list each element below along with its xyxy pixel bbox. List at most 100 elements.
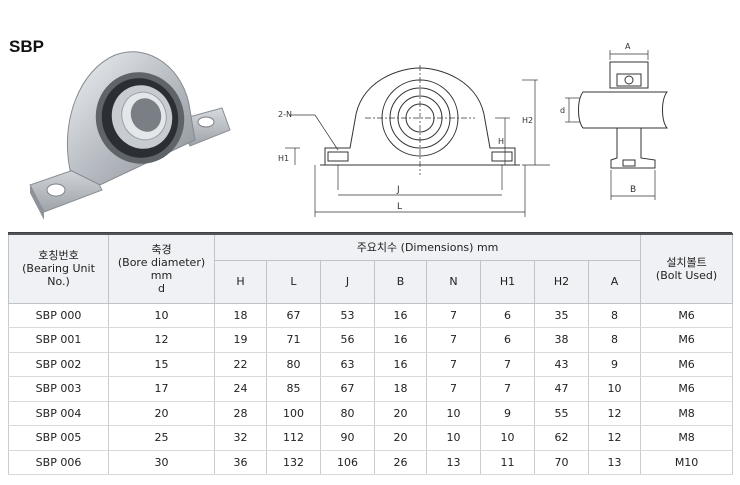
cell-d: 12 [108,327,215,353]
cell-dim: 19 [214,327,267,353]
cell-bolt: M8 [640,425,734,451]
cell-dim: 9 [587,352,642,377]
cell-dim: 10 [426,425,481,451]
cell-dim: 100 [266,401,321,426]
cell-dim: 67 [320,376,375,402]
label-h: H [498,137,504,146]
label-a: A [625,42,631,51]
cell-dim: 11 [480,450,535,475]
cell-dim: 53 [320,303,375,328]
header-h1: H1 [480,259,535,304]
cell-dim: 71 [266,327,321,353]
cell-dim: 132 [266,450,321,475]
cell-dim: 32 [214,425,267,451]
cell-dim: 7 [426,303,481,328]
cell-d: 10 [108,303,215,328]
cell-no: SBP 005 [8,425,109,451]
cell-dim: 26 [374,450,427,475]
cell-dim: 63 [320,352,375,377]
cell-dim: 18 [374,376,427,402]
header-bolt: 설치볼트 (Bolt Used) [640,233,734,304]
cell-dim: 10 [480,425,535,451]
cell-dim: 20 [374,425,427,451]
header-h: H [214,259,267,304]
cell-dim: 20 [374,401,427,426]
spec-table: 호칭번호 (Bearing Unit No.) 축경 (Bore diamete… [8,233,734,475]
cell-dim: 55 [534,401,589,426]
cell-dim: 13 [426,450,481,475]
product-photo [29,51,231,220]
cell-dim: 67 [266,303,321,328]
cell-dim: 43 [534,352,589,377]
cell-d: 17 [108,376,215,402]
cell-dim: 38 [534,327,589,353]
cell-dim: 7 [426,376,481,402]
label-h2: H2 [522,116,533,125]
cell-dim: 80 [320,401,375,426]
cell-dim: 22 [214,352,267,377]
cell-dim: 70 [534,450,589,475]
cell-dim: 16 [374,303,427,328]
cell-dim: 6 [480,303,535,328]
cell-dim: 62 [534,425,589,451]
header-l: L [266,259,321,304]
cell-d: 25 [108,425,215,451]
cell-dim: 7 [426,352,481,377]
cell-dim: 8 [587,303,642,328]
cell-bolt: M6 [640,303,734,328]
label-h1: H1 [278,154,289,163]
front-view-drawing: 2-N H1 H H2 J L [278,65,550,217]
cell-bolt: M10 [640,450,734,475]
cell-no: SBP 000 [8,303,109,328]
cell-dim: 35 [534,303,589,328]
cell-dim: 13 [587,450,642,475]
label-d: d [560,106,565,115]
header-h2: H2 [534,259,589,304]
cell-bolt: M8 [640,401,734,426]
cell-no: SBP 002 [8,352,109,377]
cell-no: SBP 004 [8,401,109,426]
header-b: B [374,259,427,304]
cell-d: 15 [108,352,215,377]
header-a: A [587,259,642,304]
cell-dim: 24 [214,376,267,402]
cell-dim: 80 [266,352,321,377]
cell-dim: 85 [266,376,321,402]
cell-dim: 7 [480,352,535,377]
cell-dim: 106 [320,450,375,475]
cell-dim: 28 [214,401,267,426]
label-l: L [397,202,402,212]
cell-no: SBP 003 [8,376,109,402]
label-j: J [396,185,400,195]
cell-dim: 18 [214,303,267,328]
cell-d: 20 [108,401,215,426]
cell-dim: 36 [214,450,267,475]
cell-bolt: M6 [640,352,734,377]
header-n: N [426,259,481,304]
cell-dim: 7 [426,327,481,353]
cell-dim: 16 [374,352,427,377]
cell-dim: 56 [320,327,375,353]
cell-dim: 16 [374,327,427,353]
cell-dim: 9 [480,401,535,426]
cell-dim: 90 [320,425,375,451]
label-n: 2-N [278,110,292,119]
cell-dim: 7 [480,376,535,402]
page-title: SBP [9,37,44,56]
cell-no: SBP 001 [8,327,109,353]
cell-bolt: M6 [640,327,734,353]
label-b: B [630,185,636,195]
cell-no: SBP 006 [8,450,109,475]
cell-dim: 10 [587,376,642,402]
side-view-drawing: A d B [560,42,668,200]
cell-dim: 47 [534,376,589,402]
cell-dim: 12 [587,425,642,451]
cell-d: 30 [108,450,215,475]
